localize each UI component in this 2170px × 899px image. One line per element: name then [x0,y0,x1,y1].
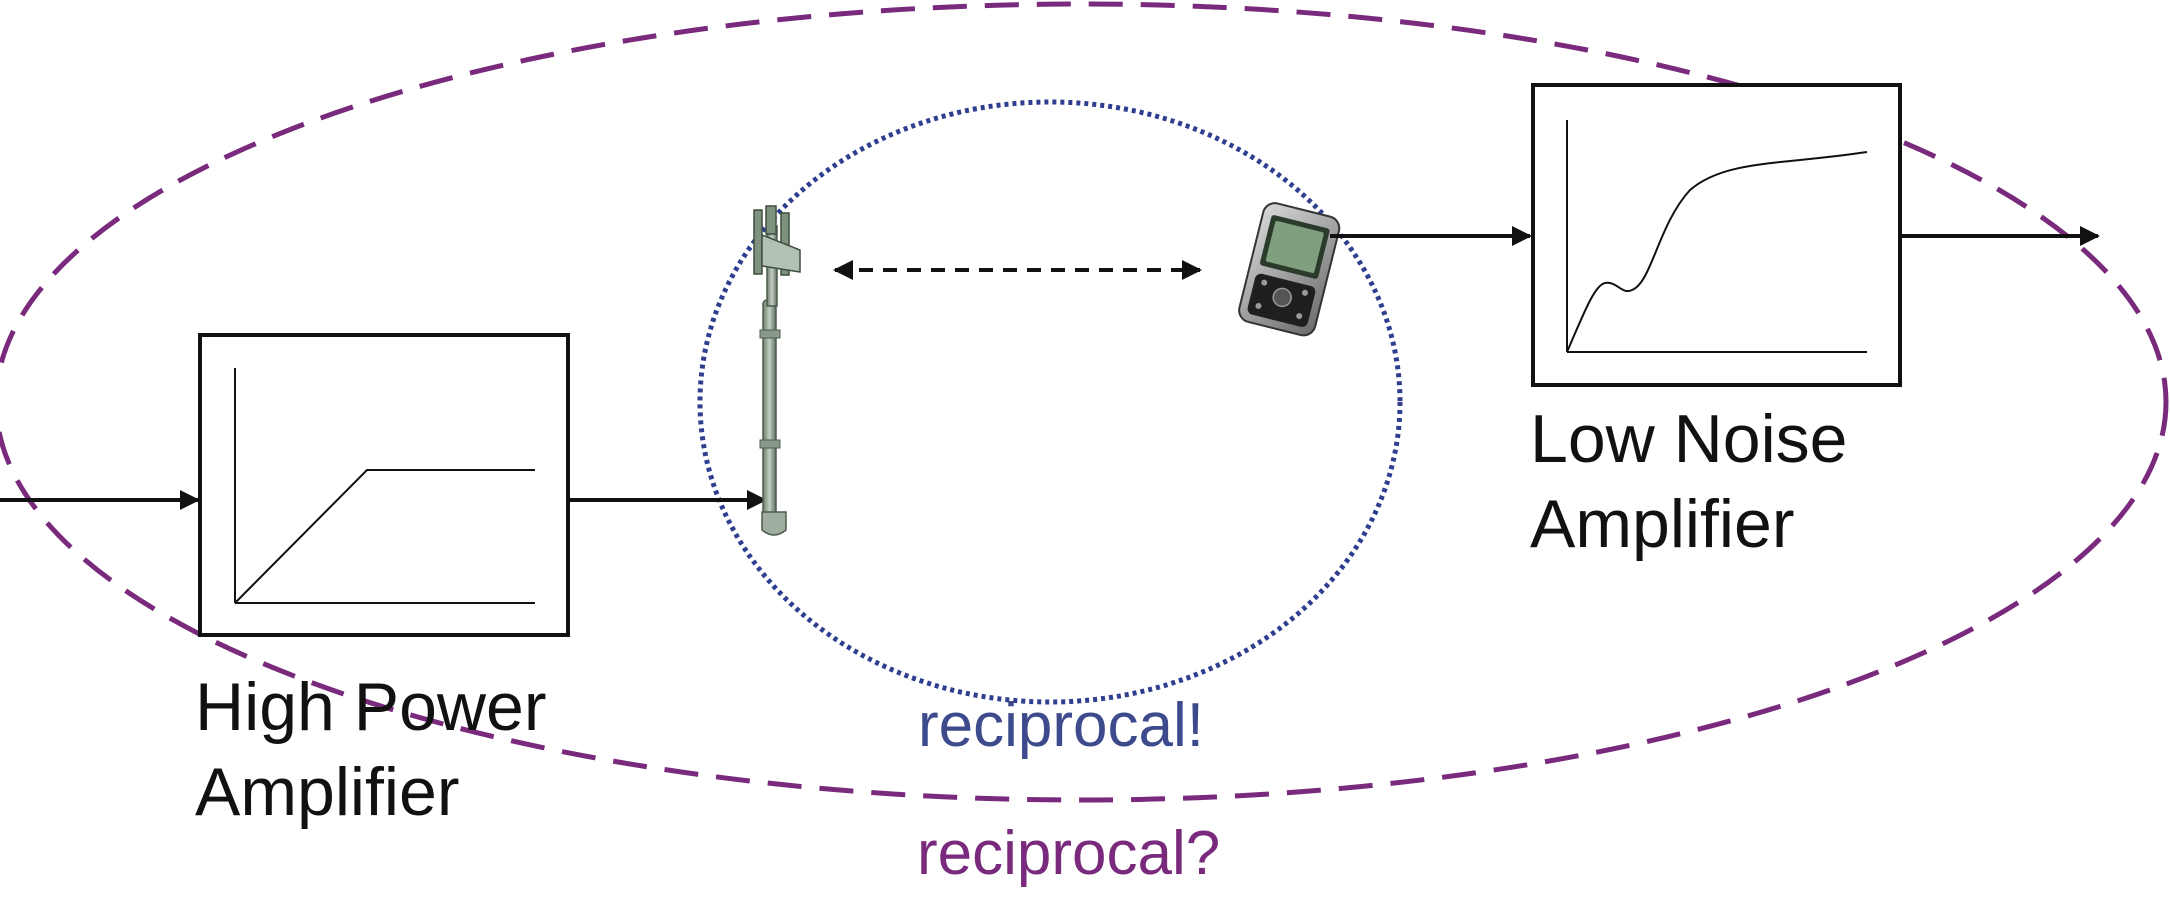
inner-loop-ellipse [697,99,1403,705]
lna-label-line2: Amplifier [1530,486,1795,562]
lna-label-line1: Low Noise [1530,401,1848,477]
lna-block [1531,83,1902,387]
mobile-phone-icon [1238,202,1341,337]
hpa-label-line2: Amplifier [195,754,460,830]
outer-loop-annotation: reciprocal? [917,819,1221,888]
hpa-label: High Power Amplifier [195,665,547,835]
inner-loop-annotation: reciprocal! [918,691,1204,760]
hpa-block [198,333,570,637]
cell-tower-icon [753,205,801,536]
lna-label: Low Noise Amplifier [1530,397,1848,567]
lna-transfer-curve [1566,151,1868,353]
hpa-transfer-curve [234,469,535,604]
outer-loop-ellipse [0,1,2169,803]
hpa-label-line1: High Power [195,669,547,745]
